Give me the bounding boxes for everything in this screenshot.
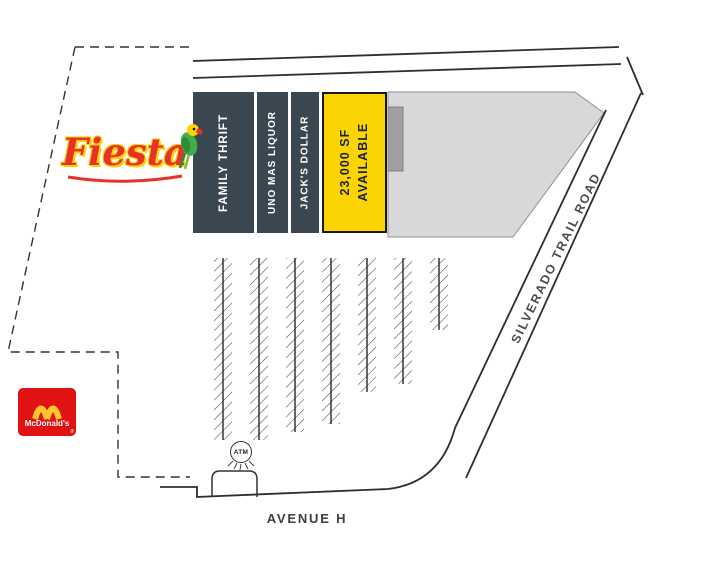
road-label-avenue-h: AVENUE H xyxy=(266,511,348,526)
top-street-edges xyxy=(192,46,644,96)
atm-marker: ATM xyxy=(230,441,252,463)
atm-label: ATM xyxy=(233,448,249,456)
parking-row xyxy=(430,258,448,330)
fiesta-logo: Fiesta xyxy=(58,124,218,200)
tenant-unit-uno-mas-liquor: UNO MAS LIQUOR xyxy=(257,92,288,233)
tenant-unit-family-thrift: FAMILY THRIFT xyxy=(193,92,254,233)
parking-row xyxy=(322,258,340,424)
tenant-label: JACK'S DOLLAR xyxy=(299,115,311,210)
curb-return xyxy=(160,486,198,497)
silverado-inner-edge xyxy=(195,109,607,498)
road-label-silverado-trail: SILVERADO TRAIL ROAD xyxy=(508,170,604,346)
registered-mark: ® xyxy=(70,429,74,435)
fiesta-underline-swash xyxy=(67,174,183,183)
building-notch xyxy=(387,106,404,172)
road-edges xyxy=(160,92,642,498)
fiesta-wordmark: Fiesta xyxy=(62,130,188,174)
parking-row xyxy=(214,258,232,440)
parking-row xyxy=(250,258,268,440)
mcdonalds-wordmark: McDonald's xyxy=(24,418,70,428)
available-unit: 23,000 SF AVAILABLE xyxy=(322,92,387,233)
available-size: 23,000 SF xyxy=(338,129,353,196)
atm-pad-curb xyxy=(211,470,258,497)
parking-rows xyxy=(214,258,448,440)
tenant-label: UNO MAS LIQUOR xyxy=(267,111,279,214)
parrot-icon xyxy=(178,124,203,170)
parking-row xyxy=(358,258,376,392)
parking-row xyxy=(394,258,412,384)
available-status: AVAILABLE xyxy=(356,123,371,202)
available-unit-label: 23,000 SF AVAILABLE xyxy=(336,123,372,202)
inline-building-shell xyxy=(387,91,605,238)
golden-arches-icon xyxy=(32,405,62,420)
property-boundary-dashed xyxy=(7,46,192,478)
parking-row xyxy=(286,258,304,432)
atm-ticks xyxy=(227,460,255,471)
mcdonalds-logo: McDonald's ® xyxy=(18,388,76,436)
silverado-outer-edge xyxy=(465,92,642,479)
tenant-unit-jacks-dollar: JACK'S DOLLAR xyxy=(291,92,319,233)
tenant-label: FAMILY THRIFT xyxy=(217,113,230,212)
